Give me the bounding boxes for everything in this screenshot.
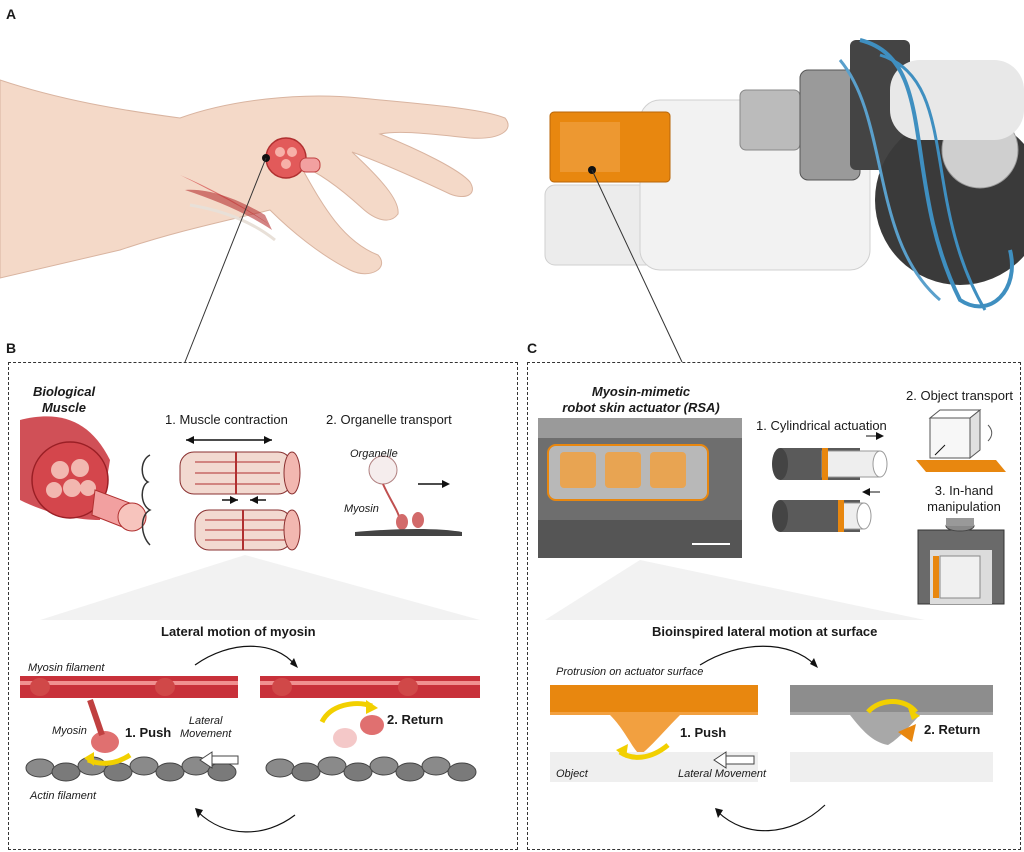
push-label-c: 1. Push xyxy=(680,725,727,740)
actin-filament xyxy=(25,756,477,782)
myosin-filament-left xyxy=(20,676,238,753)
muscle-contraction-label: 1. Muscle contraction xyxy=(165,412,288,427)
inhand-manipulation-label: 3. In-hand manipulation xyxy=(927,483,1001,514)
push-label-b: 1. Push xyxy=(125,725,172,740)
return-label-c: 2. Return xyxy=(924,722,981,737)
myosin-filament-label: Myosin filament xyxy=(28,662,105,674)
panel-c-letter: C xyxy=(527,340,538,356)
cylindrical-actuation-label: 1. Cylindrical actuation xyxy=(756,418,887,433)
cylinder-icon xyxy=(772,432,888,532)
sarcomere-icon xyxy=(179,436,301,551)
lateral-movement-label-b: Lateral Movement xyxy=(180,715,232,740)
organelle-label: Organelle xyxy=(350,448,398,460)
myosin-filament-right xyxy=(260,676,480,748)
return-arrow-c xyxy=(866,699,918,714)
gripper-box-icon xyxy=(917,518,1005,605)
panel-c-box xyxy=(527,362,1021,850)
organelle-transport-label: 2. Organelle transport xyxy=(326,412,452,427)
panel-b-letter: B xyxy=(6,340,17,356)
return-label-b: 2. Return xyxy=(387,712,444,727)
object-transport-label: 2. Object transport xyxy=(906,388,1013,403)
panel-a-letter: A xyxy=(6,6,17,22)
lateral-movement-label-c: Lateral Movement xyxy=(678,768,767,780)
myosin-icon xyxy=(355,455,462,536)
protrusion-label: Protrusion on actuator surface xyxy=(556,666,704,678)
lateral-motion-title: Lateral motion of myosin xyxy=(161,624,316,639)
panel-b-box xyxy=(8,362,518,850)
surface-motion-title: Bioinspired lateral motion at surface xyxy=(652,624,878,639)
actin-filament-label: Actin filament xyxy=(30,790,97,802)
robot-gripper-photo xyxy=(544,38,1024,311)
biological-muscle-label: Biological Muscle xyxy=(32,384,96,415)
hand-illustration xyxy=(0,79,509,279)
object-label: Object xyxy=(556,768,588,780)
cube-icon xyxy=(916,408,1006,472)
myosin-label: Myosin xyxy=(52,725,87,737)
muscle-bundle-icon xyxy=(20,416,152,546)
myosin-label-top: Myosin xyxy=(344,503,379,515)
rsa-photo xyxy=(538,418,742,558)
rsa-title: Myosin-mimetic robot skin actuator (RSA) xyxy=(562,384,720,415)
